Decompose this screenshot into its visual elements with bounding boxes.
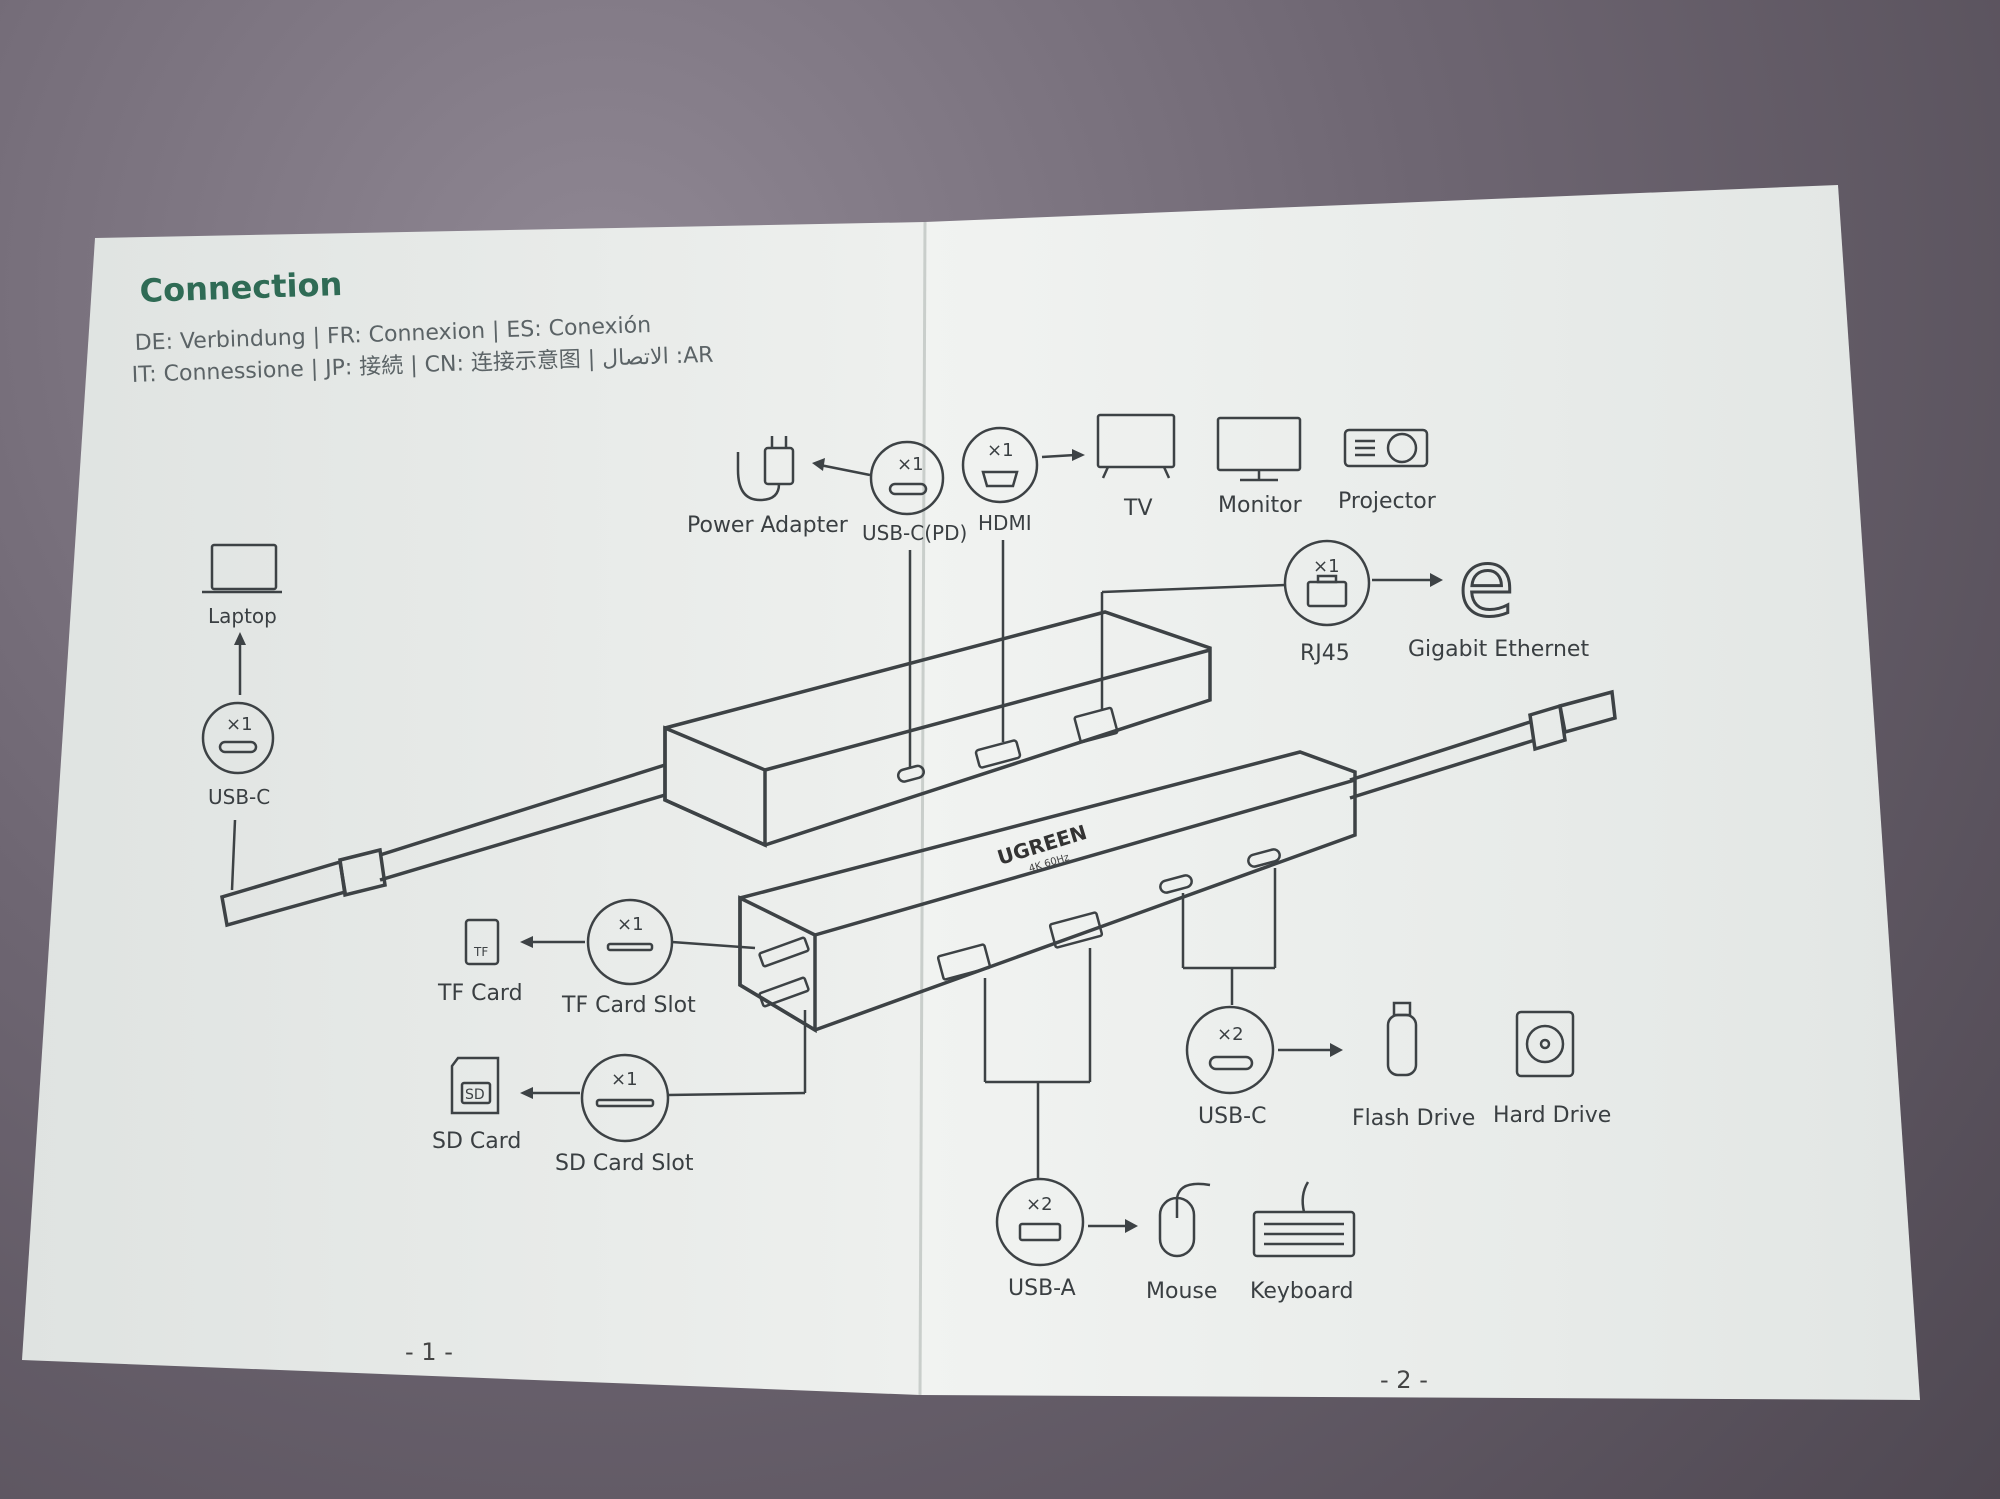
usb-c-pd-port-badge (869, 440, 945, 516)
ethernet-e-icon: e (1457, 529, 1517, 639)
page-number-left: - 1 - (405, 1338, 453, 1366)
sd-card-icon: SD (450, 1056, 500, 1115)
rj45-port-badge (1283, 539, 1371, 627)
rj45-count: ×1 (1313, 556, 1340, 577)
sd-slot-icon (595, 1098, 655, 1108)
projector-icon (1343, 428, 1429, 468)
usb-c-data-port-icon (1208, 1055, 1254, 1071)
usb-a-port-badge (995, 1177, 1085, 1267)
svg-text:e: e (1458, 530, 1515, 637)
hdmi-port-icon (981, 470, 1019, 488)
usb-c-host-port-badge (201, 701, 275, 775)
usb-c-data-count: ×2 (1217, 1024, 1244, 1045)
usb-c-data-group: ×2 USB-C Flash Drive Hard Drive (1181, 868, 1611, 1131)
usb-c-pd-port-icon (888, 482, 928, 496)
booklet-fold (918, 221, 927, 1396)
keyboard-label: Keyboard (1250, 1279, 1353, 1304)
usb-c-data-port-badge (1185, 1005, 1275, 1095)
usb-a-count: ×2 (1026, 1194, 1053, 1215)
right-page (920, 185, 1920, 1400)
usb-c-pd-label: USB-C(PD) (862, 521, 967, 545)
flash-drive-icon (1386, 1001, 1418, 1077)
tf-card-icon: TF (464, 918, 500, 966)
tv-label: TV (1123, 496, 1153, 521)
page-number-right: - 2 - (1380, 1366, 1428, 1394)
left-page (22, 222, 925, 1395)
hard-drive-label: Hard Drive (1493, 1103, 1611, 1128)
page-title: Connection (139, 265, 343, 310)
monitor-label: Monitor (1218, 493, 1303, 518)
projector-label: Projector (1338, 489, 1437, 514)
hdmi-group: ×1 HDMI TV Monitor Projector (961, 413, 1437, 742)
tf-slot-icon (606, 942, 654, 952)
sd-slot-badge (580, 1053, 670, 1143)
hdmi-label: HDMI (978, 511, 1032, 535)
usb-c-host-label: USB-C (208, 785, 270, 809)
usb-a-label: USB-A (1008, 1276, 1076, 1301)
usb-a-port-icon (1018, 1222, 1062, 1242)
laptop-icon (202, 543, 282, 594)
laptop-label: Laptop (208, 604, 277, 628)
usb-c-pd-group: Power Adapter ×1 USB-C(PD) (687, 436, 967, 768)
usb-a-group: ×2 USB-A Mouse Keyboard (983, 948, 1356, 1304)
usb-c-port-icon (218, 740, 258, 754)
sd-slot-label: SD Card Slot (555, 1151, 694, 1176)
flash-drive-label: Flash Drive (1352, 1106, 1475, 1131)
monitor-icon (1216, 416, 1302, 482)
usb-c-host-count: ×1 (226, 714, 253, 735)
mouse-label: Mouse (1146, 1279, 1217, 1304)
power-adapter-label: Power Adapter (687, 513, 849, 538)
hub-device: UGREEN 4K 60Hz (220, 610, 1617, 1034)
svg-text:SD: SD (465, 1087, 485, 1103)
sd-card-label: SD Card (432, 1129, 521, 1154)
power-adapter-icon (736, 436, 795, 502)
tf-card-label: TF Card (437, 981, 523, 1006)
hdmi-port-badge (961, 426, 1039, 504)
tf-card-group: TF TF Card ×1 TF Card Slot (437, 898, 756, 1018)
usb-c-host-group: Laptop ×1 USB-C (201, 543, 282, 891)
rj45-label: RJ45 (1300, 641, 1350, 666)
svg-text:TF: TF (473, 945, 488, 959)
sd-slot-count: ×1 (611, 1069, 638, 1090)
rj45-group: ×1 RJ45 e Gigabit Ethernet (1100, 529, 1589, 710)
tf-slot-label: TF Card Slot (561, 993, 696, 1018)
hdmi-count: ×1 (987, 440, 1014, 461)
keyboard-icon (1252, 1181, 1356, 1258)
sd-card-group: SD SD Card ×1 SD Card Slot (432, 1010, 807, 1176)
tv-icon (1096, 413, 1176, 479)
rj45-port-icon (1306, 574, 1348, 608)
usb-c-pd-count: ×1 (897, 454, 924, 475)
tf-slot-count: ×1 (617, 914, 644, 935)
mouse-icon (1158, 1182, 1211, 1258)
gigabit-ethernet-label: Gigabit Ethernet (1408, 637, 1589, 662)
hard-drive-icon (1515, 1010, 1575, 1078)
usb-c-data-label: USB-C (1198, 1104, 1266, 1129)
